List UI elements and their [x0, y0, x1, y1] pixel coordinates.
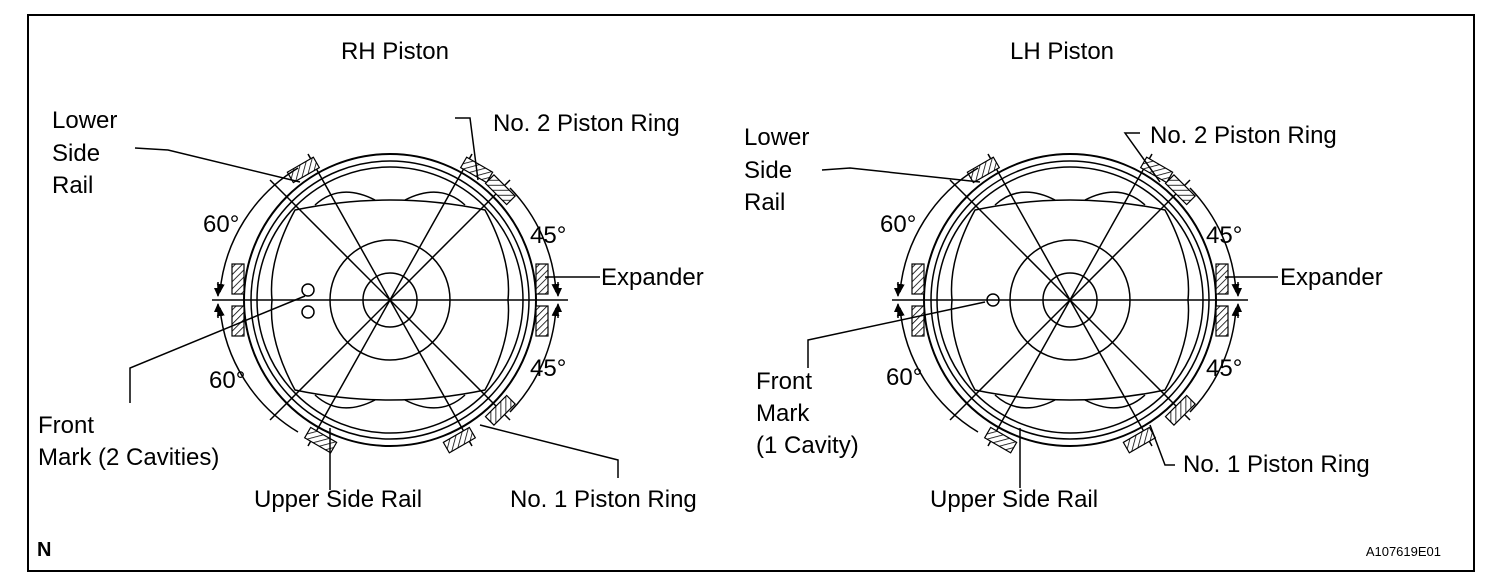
- lh-angle-top-left: 60°: [880, 211, 916, 238]
- rh-no1-ring-label: No. 1 Piston Ring: [510, 486, 697, 513]
- rh-angle-bottom-right: 45°: [530, 355, 566, 382]
- rh-title: RH Piston: [341, 38, 449, 65]
- lh-angle-top-right: 45°: [1206, 222, 1242, 249]
- rh-expander-label: Expander: [601, 264, 704, 291]
- corner-mark: N: [37, 539, 51, 561]
- figure-code: A107619E01: [1366, 544, 1441, 559]
- lh-piston: LH Piston: [744, 38, 1383, 513]
- rh-angle-bottom-left: 60°: [209, 367, 245, 394]
- rh-front-mark-label: Front Mark (2 Cavities): [38, 412, 219, 471]
- lh-no1-ring-label: No. 1 Piston Ring: [1183, 451, 1370, 478]
- rh-no2-ring-label: No. 2 Piston Ring: [493, 110, 680, 137]
- rh-piston-body: [212, 153, 568, 454]
- lh-front-mark-label: Front Mark (1 Cavity): [756, 368, 859, 459]
- rh-upper-side-rail-label: Upper Side Rail: [254, 486, 422, 513]
- lh-angle-bottom-left: 60°: [886, 364, 922, 391]
- lh-no2-ring-label: No. 2 Piston Ring: [1150, 122, 1337, 149]
- lh-upper-side-rail-label: Upper Side Rail: [930, 486, 1098, 513]
- lh-angle-bottom-right: 45°: [1206, 355, 1242, 382]
- lh-piston-body: [892, 153, 1248, 454]
- lh-lower-side-rail-label: Lower Side Rail: [744, 124, 816, 216]
- rh-piston: RH Piston: [38, 38, 704, 513]
- figure-frame: [27, 14, 1475, 572]
- lh-expander-label: Expander: [1280, 264, 1383, 291]
- rh-lower-side-rail-label: Lower Side Rail: [52, 107, 124, 199]
- lh-title: LH Piston: [1010, 38, 1114, 65]
- rh-angle-top-left: 60°: [203, 211, 239, 238]
- rh-angle-top-right: 45°: [530, 222, 566, 249]
